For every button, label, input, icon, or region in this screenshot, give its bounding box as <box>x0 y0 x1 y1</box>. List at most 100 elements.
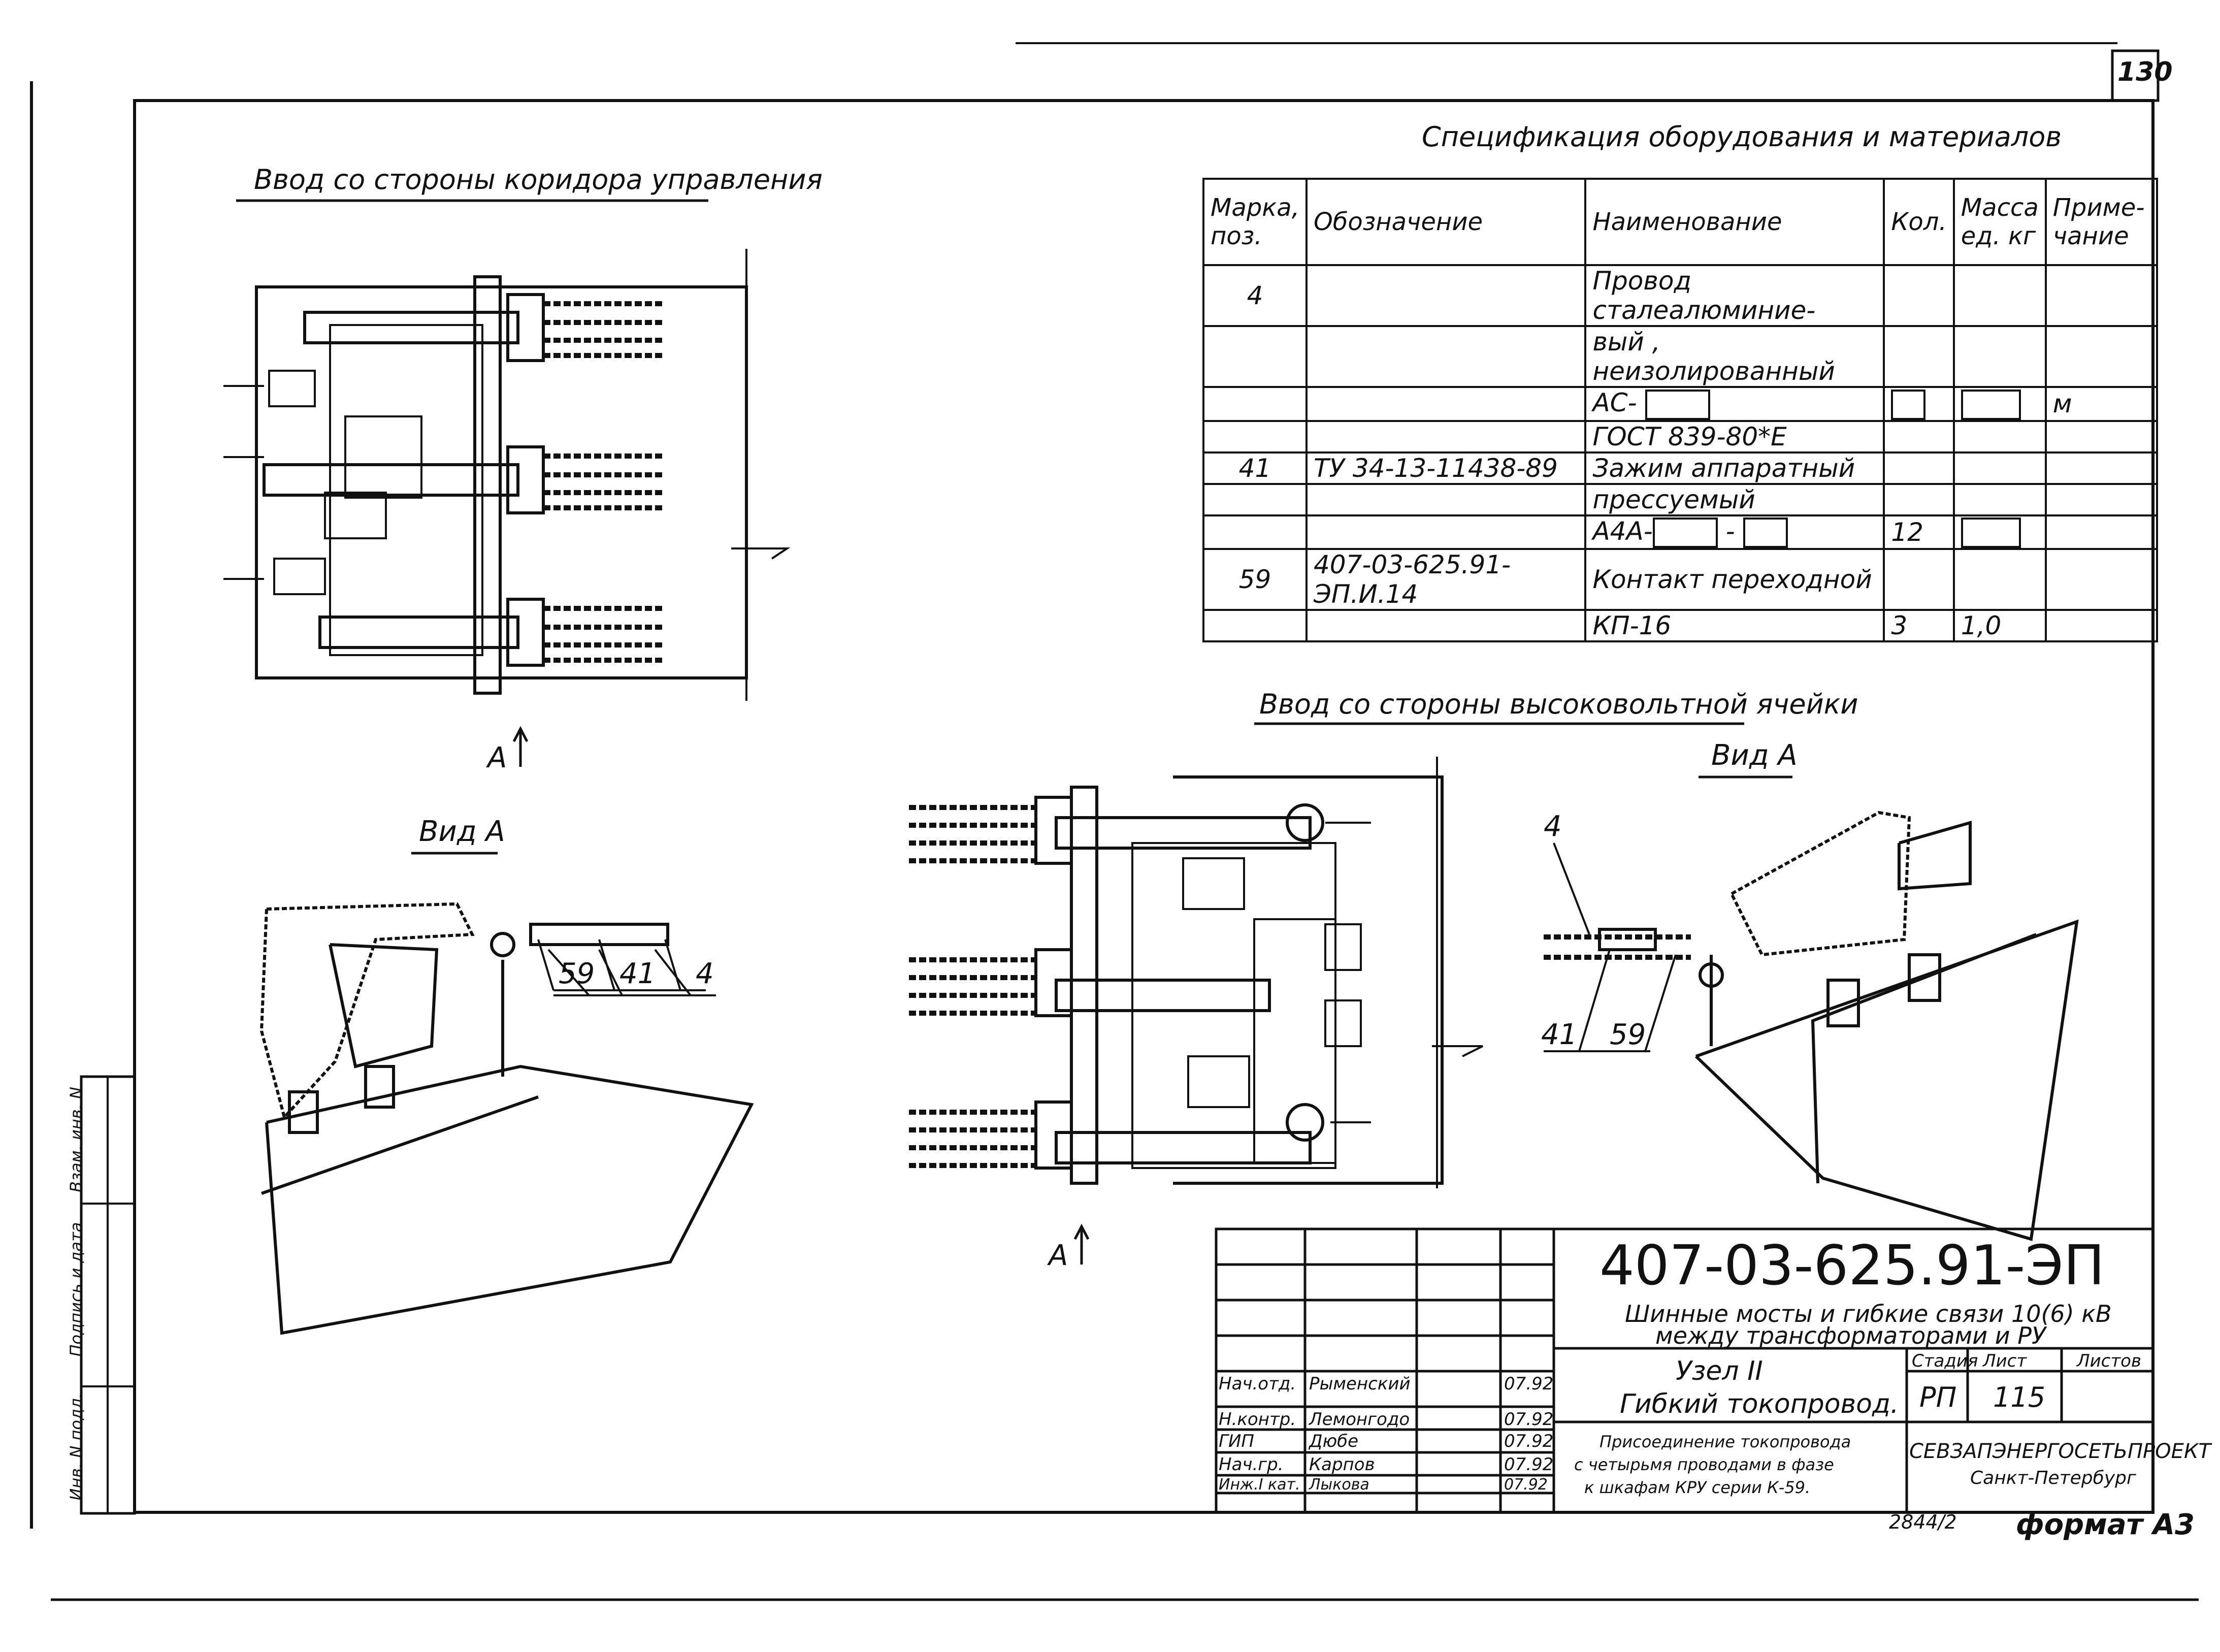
cell-name-text: А4А- <box>1592 516 1653 546</box>
blank-box <box>1891 389 1926 420</box>
callout-right-59: 59 <box>1610 1018 1646 1051</box>
sheets-label: Листов <box>2077 1351 2142 1371</box>
table-row: КП-16 3 1,0 <box>1202 609 2159 642</box>
cell-qty: 12 <box>1883 514 1955 550</box>
arrow-a-center-label: А <box>1049 1239 1068 1272</box>
center-plan-view <box>909 757 1483 1188</box>
left-plan-view <box>223 249 791 701</box>
cell-note <box>2044 548 2159 611</box>
cell-note: м <box>2044 386 2159 422</box>
cell-name: АС- <box>1584 386 1885 422</box>
cell-pos: 41 <box>1202 451 1308 485</box>
signature-date: 07.92 <box>1504 1454 1554 1475</box>
callout-left-59: 59 <box>559 957 595 990</box>
cell-name: прессуемый <box>1584 482 1885 516</box>
col-mass-header: Масса ед. кг <box>1952 178 2047 266</box>
subtitle-line2: между трансформаторами и РУ <box>1655 1322 2046 1349</box>
specification-table: Марка, поз. Обозначение Наименование Кол… <box>1202 178 2159 642</box>
cell-qty <box>1883 325 1955 388</box>
signature-name: Дюбе <box>1309 1431 1359 1451</box>
cell-pos <box>1202 514 1308 550</box>
cell-note <box>2044 514 2159 550</box>
stamp-inv-number: Инв. N подл. <box>67 1393 86 1501</box>
signature-name: Лыкова <box>1309 1476 1369 1494</box>
cell-name-text: АС- <box>1592 388 1637 417</box>
cell-pos <box>1202 386 1308 422</box>
cell-note <box>2044 264 2159 327</box>
col-note-header: Приме- чание <box>2044 178 2159 266</box>
vid-a-right-title: Вид А <box>1711 739 1798 772</box>
signature-name: Лемонгодо <box>1309 1409 1410 1430</box>
cell-mass <box>1952 514 2047 550</box>
cell-qty <box>1883 548 1955 611</box>
description-line2: с четырьмя проводами в фазе <box>1574 1455 1834 1474</box>
signature-role: ГИП <box>1219 1431 1254 1451</box>
table-row: 41 ТУ 34-13-11438-89 Зажим аппаратный <box>1202 451 2159 485</box>
cell-designation <box>1305 264 1587 327</box>
cell-name: вый , неизолированный <box>1584 325 1885 388</box>
signature-role: Инж.I кат. <box>1219 1476 1300 1494</box>
cell-mass <box>1952 325 2047 388</box>
table-row: ГОСТ 839-80*Е <box>1202 419 2159 454</box>
cell-qty <box>1883 451 1955 485</box>
cell-name: Контакт переходной <box>1584 548 1885 611</box>
cell-qty: 3 <box>1883 609 1955 642</box>
cell-name: ГОСТ 839-80*Е <box>1584 419 1885 454</box>
table-row: прессуемый <box>1202 482 2159 516</box>
table-row: вый , неизолированный <box>1202 325 2159 388</box>
left-view-title: Ввод со стороны коридора управления <box>254 164 823 196</box>
table-row: 59 407-03-625.91-ЭП.И.14 Контакт переход… <box>1202 548 2159 611</box>
table-row: А4А- - 12 <box>1202 514 2159 550</box>
cell-note <box>2044 609 2159 642</box>
cell-designation <box>1305 419 1587 454</box>
copy-number: 2844/2 <box>1889 1511 1957 1533</box>
vid-a-left-title: Вид А <box>419 815 505 848</box>
signature-date: 07.92 <box>1504 1374 1554 1394</box>
blank-box <box>1961 517 2021 548</box>
signature-name: Рыменский <box>1309 1374 1411 1394</box>
signature-date: 07.92 <box>1504 1431 1554 1451</box>
cell-designation <box>1305 386 1587 422</box>
sheet-value: 115 <box>1993 1381 2046 1413</box>
organization-city: Санкт-Петербург <box>1970 1468 2136 1488</box>
title-block-grid <box>1215 1227 2154 1514</box>
cell-pos <box>1202 325 1308 388</box>
organization-name: СЕВЗАПЭНЕРГОСЕТЬПРОЕКТ <box>1909 1440 2211 1463</box>
spec-title: Спецификация оборудования и материалов <box>1422 121 2062 153</box>
signature-name: Карпов <box>1309 1454 1375 1475</box>
cell-designation <box>1305 609 1587 642</box>
cell-mass <box>1952 386 2047 422</box>
cell-note <box>2044 325 2159 388</box>
document-code: 407-03-625.91-ЭП <box>1599 1234 2105 1298</box>
cell-name: Зажим аппаратный <box>1584 451 1885 485</box>
cell-qty <box>1883 264 1955 327</box>
cell-mass <box>1952 482 2047 516</box>
cell-mass <box>1952 548 2047 611</box>
right-view-title: Ввод со стороны высоковольтной ячейки <box>1259 688 1858 720</box>
stamp-replacement-inv: Взам. инв. N <box>67 1087 86 1192</box>
cell-pos: 4 <box>1202 264 1308 327</box>
cell-mass <box>1952 264 2047 327</box>
cell-mass <box>1952 419 2047 454</box>
cell-designation <box>1305 482 1587 516</box>
cell-note <box>2044 482 2159 516</box>
col-designation-header: Обозначение <box>1305 178 1587 266</box>
cell-name: Провод сталеалюминие- <box>1584 264 1885 327</box>
description-line3: к шкафам КРУ серии К-59. <box>1584 1478 1811 1497</box>
signature-date: 07.92 <box>1504 1409 1554 1430</box>
cell-qty <box>1883 482 1955 516</box>
page-number: 130 <box>2117 57 2173 87</box>
blank-box <box>1645 389 1710 420</box>
callout-left-41: 41 <box>619 957 656 990</box>
cell-designation: 407-03-625.91-ЭП.И.14 <box>1305 548 1587 611</box>
cell-designation <box>1305 514 1587 550</box>
format-label: формат А3 <box>2016 1508 2195 1541</box>
stage-value: РП <box>1919 1381 1957 1413</box>
callout-left-4: 4 <box>696 957 714 990</box>
blank-box <box>1652 517 1718 548</box>
col-pos-header: Марка, поз. <box>1202 178 1308 266</box>
sheet-label: Лист <box>1983 1351 2027 1371</box>
cell-designation: ТУ 34-13-11438-89 <box>1305 451 1587 485</box>
cell-note <box>2044 419 2159 454</box>
